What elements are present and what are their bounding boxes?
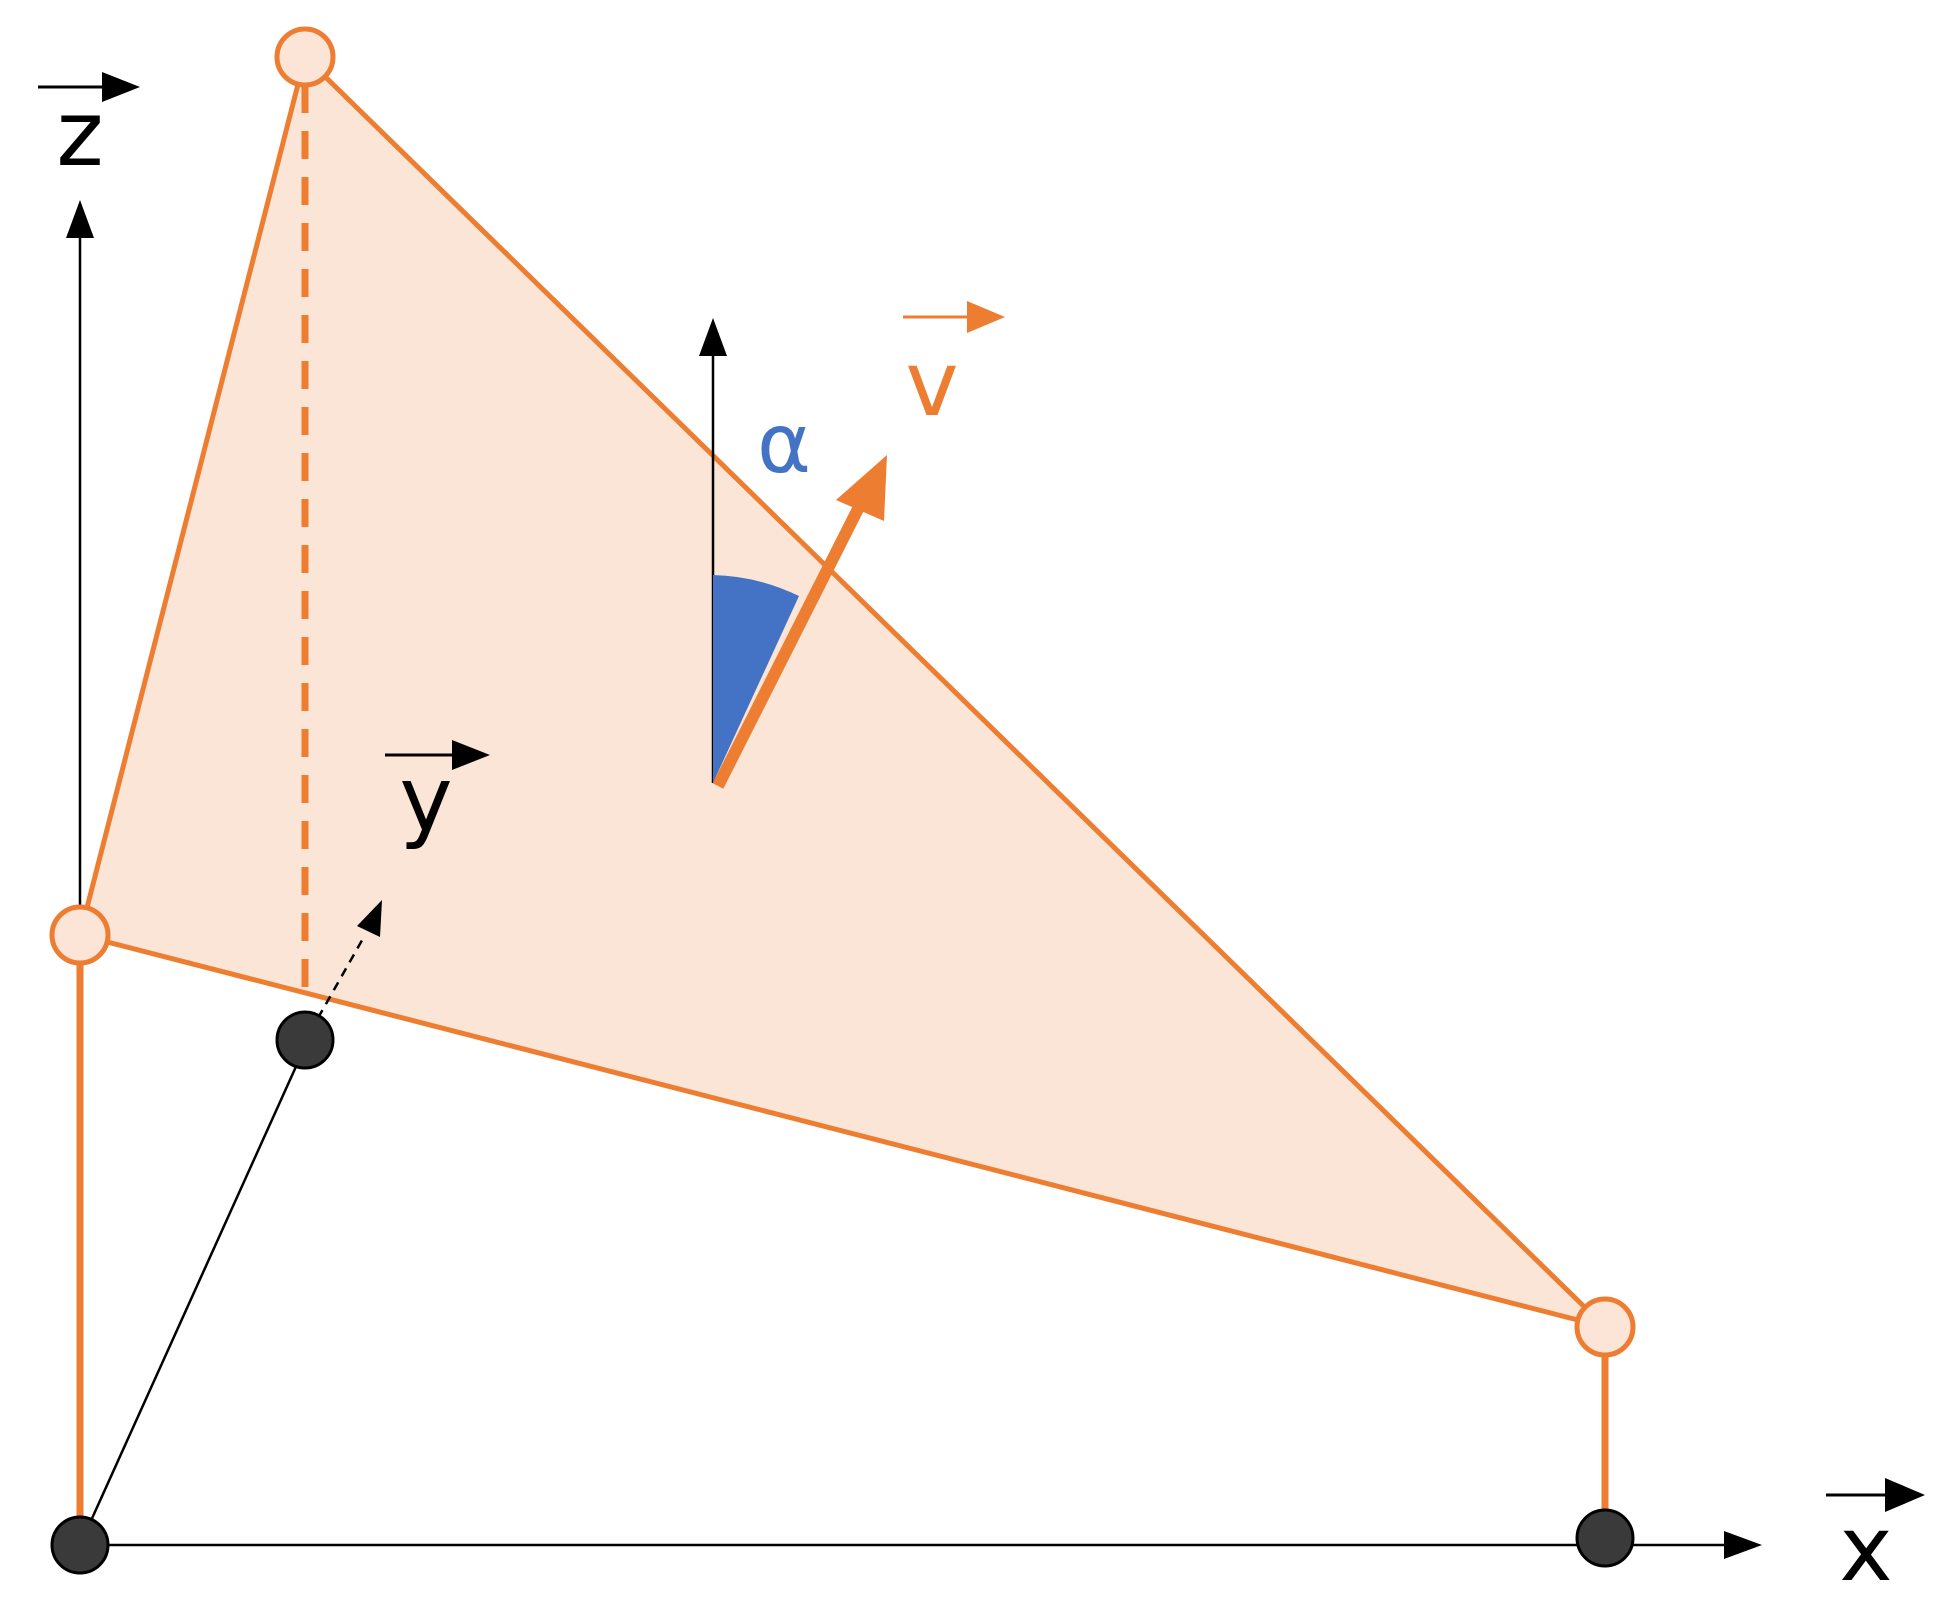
angle-alpha-label: α xyxy=(757,397,811,492)
node-origin xyxy=(50,1515,110,1575)
tilted-plane xyxy=(77,54,1608,1330)
v-label-vector-arrowhead xyxy=(967,301,1005,333)
y-axis-line xyxy=(78,1039,310,1546)
y-axis-label: y xyxy=(399,747,452,852)
joint-top xyxy=(274,26,336,88)
velocity-vector-arrowhead xyxy=(836,455,887,521)
z-axis-arrowhead xyxy=(66,200,94,238)
node-x xyxy=(1575,1508,1635,1568)
z-label-vector-arrowhead xyxy=(102,72,140,102)
z-axis-label: z xyxy=(56,82,103,187)
y-label-vector-arrowhead xyxy=(452,740,490,770)
node-y xyxy=(275,1010,335,1070)
y-axis-arrowhead xyxy=(357,900,382,937)
x-axis-label: x xyxy=(1839,1497,1892,1602)
joint-left xyxy=(49,904,111,966)
x-label-vector-arrowhead xyxy=(1885,1478,1925,1512)
velocity-label: v xyxy=(905,332,958,437)
joint-right xyxy=(1574,1296,1636,1358)
velocity-vector-shaft xyxy=(712,502,866,789)
reference-vertical-arrowhead xyxy=(699,318,727,356)
x-axis-arrowhead xyxy=(1724,1531,1762,1559)
angle-alpha-sector xyxy=(713,575,799,783)
